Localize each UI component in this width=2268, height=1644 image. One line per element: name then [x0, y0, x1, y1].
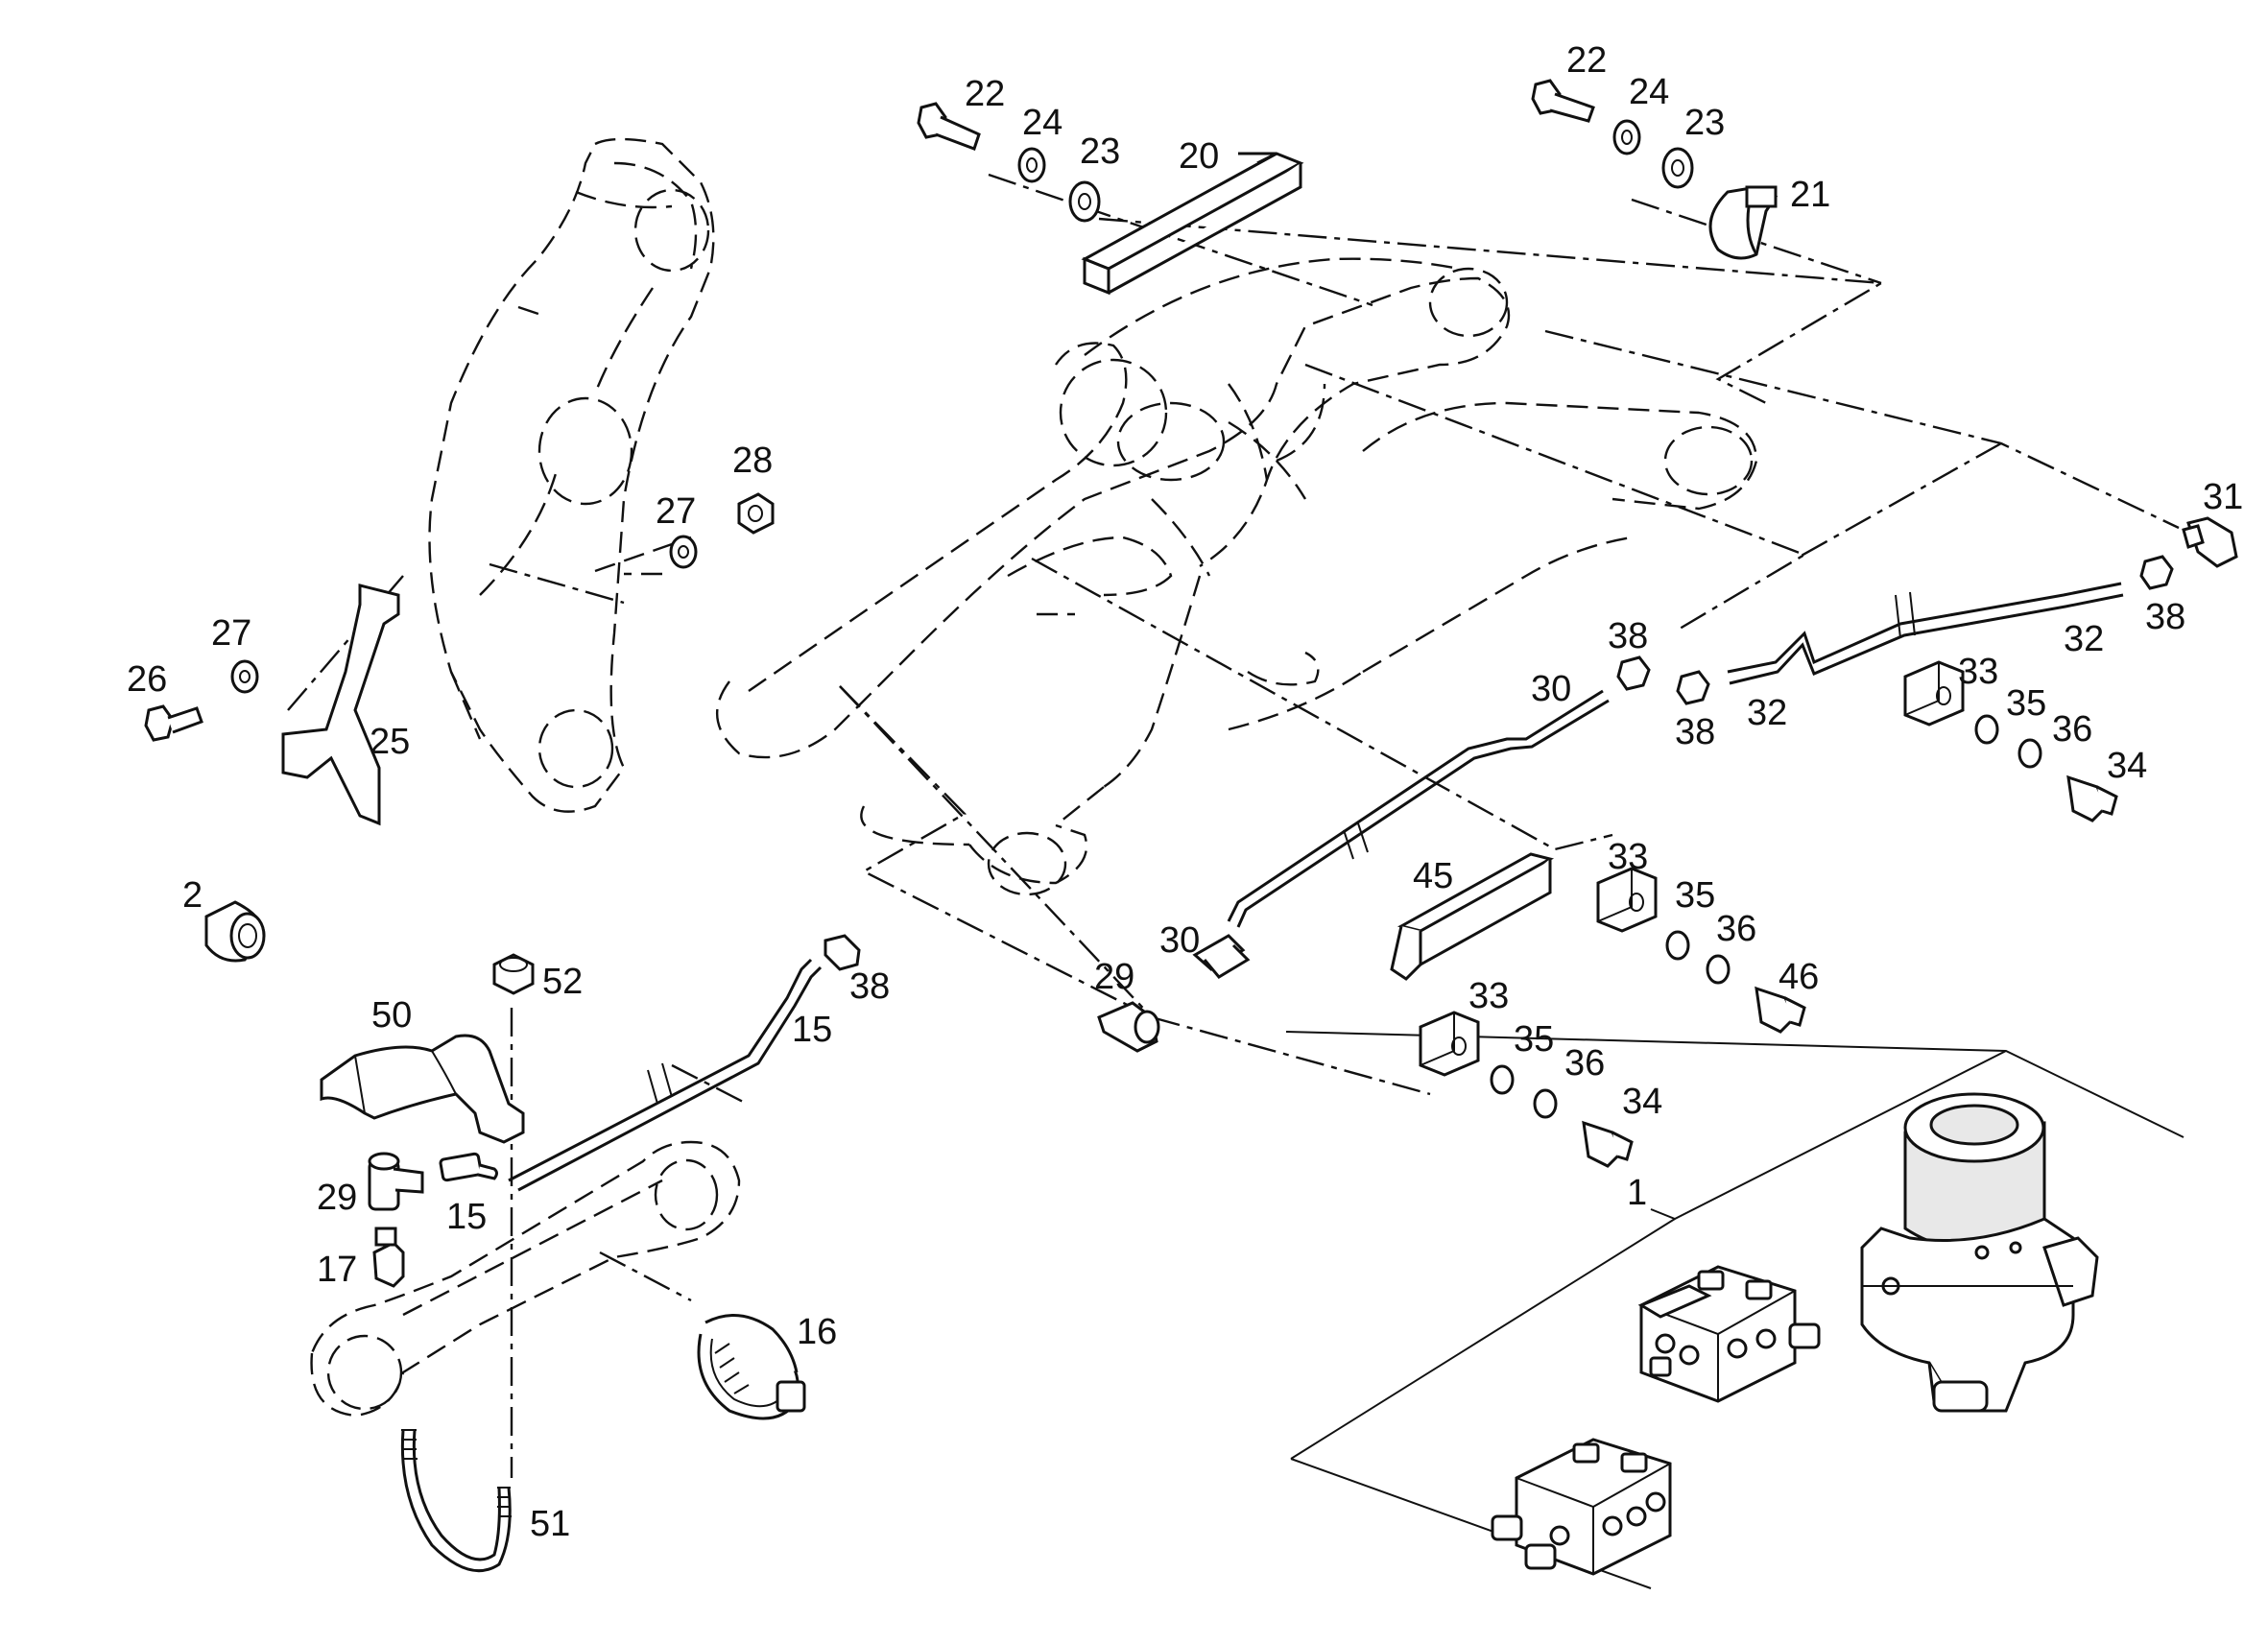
- callout-2: 2: [182, 875, 203, 916]
- part-2-bushing: [204, 900, 266, 963]
- callout-38-upper-left: 38: [1608, 616, 1648, 656]
- callout-16: 16: [797, 1312, 837, 1352]
- callout-32-left: 32: [1747, 693, 1787, 733]
- part-33-block-lower: [1419, 1011, 1480, 1077]
- callout-28: 28: [732, 441, 773, 481]
- part-22-bolt-a: [917, 102, 981, 151]
- callout-1: 1: [1627, 1173, 1647, 1213]
- callout-22-left: 22: [965, 74, 1005, 114]
- part-29-elbow-right: [1097, 1001, 1160, 1053]
- callout-22-right: 22: [1566, 40, 1607, 81]
- callout-35-middle: 35: [1675, 875, 1715, 916]
- callout-26: 26: [127, 659, 167, 700]
- link-arm-outline: [310, 1140, 741, 1418]
- part-45-bracket: [1390, 852, 1555, 981]
- part-16-hose-clamp: [697, 1313, 806, 1420]
- part-1-pump: [1860, 1092, 2099, 1413]
- part-31-fitting: [2182, 516, 2238, 568]
- part-29-elbow-left: [368, 1152, 424, 1211]
- callout-36-lower: 36: [1564, 1043, 1605, 1084]
- callout-52: 52: [542, 962, 583, 1002]
- part-25-bracket: [281, 584, 400, 826]
- part-15-lube-line: [439, 934, 861, 1192]
- part-22-bolt-b: [1531, 79, 1595, 123]
- part-50-bracket: [320, 1034, 525, 1144]
- callout-15-upper: 15: [792, 1010, 832, 1050]
- callout-34-lower: 34: [1622, 1082, 1662, 1122]
- callout-23-left: 23: [1080, 131, 1120, 172]
- callout-33-lower: 33: [1468, 976, 1509, 1016]
- callout-31: 31: [2203, 477, 2243, 517]
- part-26-bolt: [144, 704, 203, 742]
- callout-27-left: 27: [211, 613, 251, 654]
- callout-labels: 1 2 15 15 16 17 20 21 22 22 23 23 24 24 …: [127, 40, 2243, 1544]
- part-1-distributor-lower: [1491, 1438, 1672, 1576]
- callout-33-middle: 33: [1608, 837, 1648, 877]
- part-17-fitting: [372, 1227, 405, 1288]
- callout-20: 20: [1179, 136, 1219, 177]
- callout-38-middle: 38: [1675, 712, 1715, 752]
- callout-27-right: 27: [656, 491, 696, 532]
- part-28-nut: [737, 492, 775, 535]
- part-27-washers: [230, 535, 698, 694]
- callout-25: 25: [370, 722, 410, 762]
- part-32-lube-line: [1727, 582, 2124, 685]
- loader-frame-outline: [716, 257, 1758, 896]
- part-52-nut: [492, 953, 535, 995]
- part-30-lube-line: [1192, 689, 1610, 979]
- callout-36-upper: 36: [2052, 709, 2092, 750]
- callout-35-upper: 35: [2006, 683, 2046, 724]
- callout-34-upper: 34: [2107, 746, 2147, 786]
- part-33-block-middle: [1596, 867, 1658, 933]
- callout-17: 17: [317, 1250, 357, 1290]
- callout-51: 51: [530, 1504, 570, 1544]
- callout-30-lower: 30: [1159, 920, 1200, 961]
- part-51-u-bolt: [400, 1429, 512, 1573]
- callout-32-right: 32: [2064, 619, 2104, 659]
- part-38-nuts: [1616, 555, 2174, 705]
- callout-29-left: 29: [317, 1178, 357, 1218]
- callout-24-left: 24: [1022, 103, 1062, 143]
- callout-45: 45: [1413, 856, 1453, 896]
- part-33-block-upper: [1903, 660, 1965, 727]
- part-20-channel-bracket: [1081, 152, 1304, 296]
- callout-38-upper-right: 38: [2145, 597, 2185, 637]
- callout-21: 21: [1790, 175, 1830, 215]
- callout-50: 50: [371, 995, 412, 1036]
- callout-38-lower: 38: [849, 966, 890, 1007]
- callout-35-lower: 35: [1514, 1019, 1554, 1060]
- callout-46: 46: [1779, 957, 1819, 997]
- leader-lines: [287, 173, 2184, 1589]
- callout-23-right: 23: [1684, 103, 1725, 143]
- callout-15-lower: 15: [446, 1197, 487, 1237]
- callout-36-middle: 36: [1716, 909, 1756, 949]
- washers-top: [1017, 119, 1694, 223]
- part-1-distributor-upper: [1637, 1265, 1821, 1403]
- callout-29-right: 29: [1094, 957, 1134, 997]
- boom-arm-outline: [428, 137, 715, 813]
- part-34-46-bolts: [1582, 774, 2118, 1168]
- part-21-clamp: [1708, 185, 1779, 260]
- callout-33-upper: 33: [1958, 652, 1998, 692]
- part-35-36-washers: [1490, 714, 2042, 1119]
- callout-24-right: 24: [1629, 72, 1669, 112]
- callout-30-upper: 30: [1531, 669, 1571, 709]
